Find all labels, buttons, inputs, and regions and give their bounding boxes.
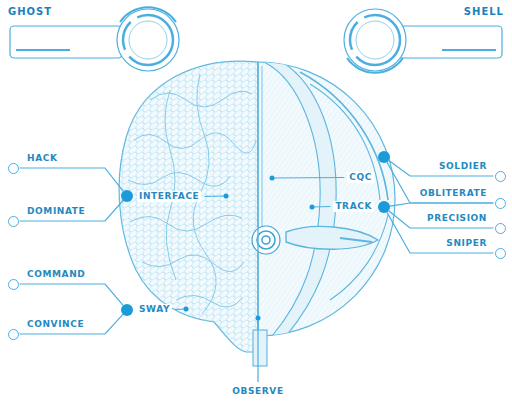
section-heading: GHOST xyxy=(6,6,54,18)
robot-shell xyxy=(252,62,395,336)
leader-line xyxy=(272,177,344,179)
target-dot xyxy=(184,307,189,312)
skill-name: OBLITERATE xyxy=(418,188,489,199)
skill-name: CONVINCE xyxy=(25,319,86,330)
node-circle xyxy=(8,216,19,227)
section-heading: SHELL xyxy=(462,6,506,18)
node-circle xyxy=(8,163,19,174)
skill-link xyxy=(389,161,494,176)
skill-hub: TRACK xyxy=(332,200,391,214)
node-circle xyxy=(8,279,19,290)
skill-name: PRECISION xyxy=(425,213,489,224)
neck xyxy=(253,316,267,383)
skill-node: SOLDIER xyxy=(436,160,506,183)
skill-name: HACK xyxy=(25,153,59,164)
node-circle xyxy=(495,248,506,259)
skill-node: COMMAND xyxy=(7,268,89,291)
skill-link xyxy=(20,284,124,305)
node-circle xyxy=(8,329,19,340)
skill-node: CONVINCE xyxy=(7,318,88,341)
skill-hub: INTERFACE xyxy=(120,189,202,203)
hub-dot xyxy=(121,304,133,316)
skill-name: SWAY xyxy=(137,304,172,315)
skill-name: TRACK xyxy=(333,201,374,212)
target-dot xyxy=(270,176,275,181)
skill-label: OBSERVE xyxy=(230,386,285,397)
skill-node: DOMINATE xyxy=(7,205,89,228)
hub-dot xyxy=(378,151,390,163)
leader-line xyxy=(312,206,330,208)
skill-link xyxy=(387,212,494,253)
skill-link xyxy=(20,168,124,191)
skill-node: OBLITERATE xyxy=(417,187,507,210)
skill-name: SNIPER xyxy=(444,238,489,249)
node-circle xyxy=(495,198,506,209)
node-circle xyxy=(495,223,506,234)
target-dot xyxy=(224,194,229,199)
skill-hub: CQC xyxy=(346,150,391,184)
hub-dot xyxy=(378,201,390,213)
skill-node: SNIPER xyxy=(443,237,506,260)
skill-link xyxy=(390,203,494,206)
skill-name: INTERFACE xyxy=(137,191,201,202)
skill-node: PRECISION xyxy=(424,212,507,235)
skill-name: CQC xyxy=(347,172,374,183)
skill-name: COMMAND xyxy=(25,269,87,280)
skill-hub: SWAY xyxy=(120,303,173,317)
brain xyxy=(119,61,258,352)
skill-link xyxy=(20,201,124,221)
hub-dot xyxy=(121,190,133,202)
leader-line xyxy=(204,195,226,197)
node-circle xyxy=(495,171,506,182)
target-dot xyxy=(310,205,315,210)
skill-link xyxy=(389,211,494,228)
skill-link xyxy=(20,314,123,334)
skill-node: HACK xyxy=(7,152,61,175)
skill-name: SOLDIER xyxy=(437,161,489,172)
skill-name: DOMINATE xyxy=(25,206,87,217)
